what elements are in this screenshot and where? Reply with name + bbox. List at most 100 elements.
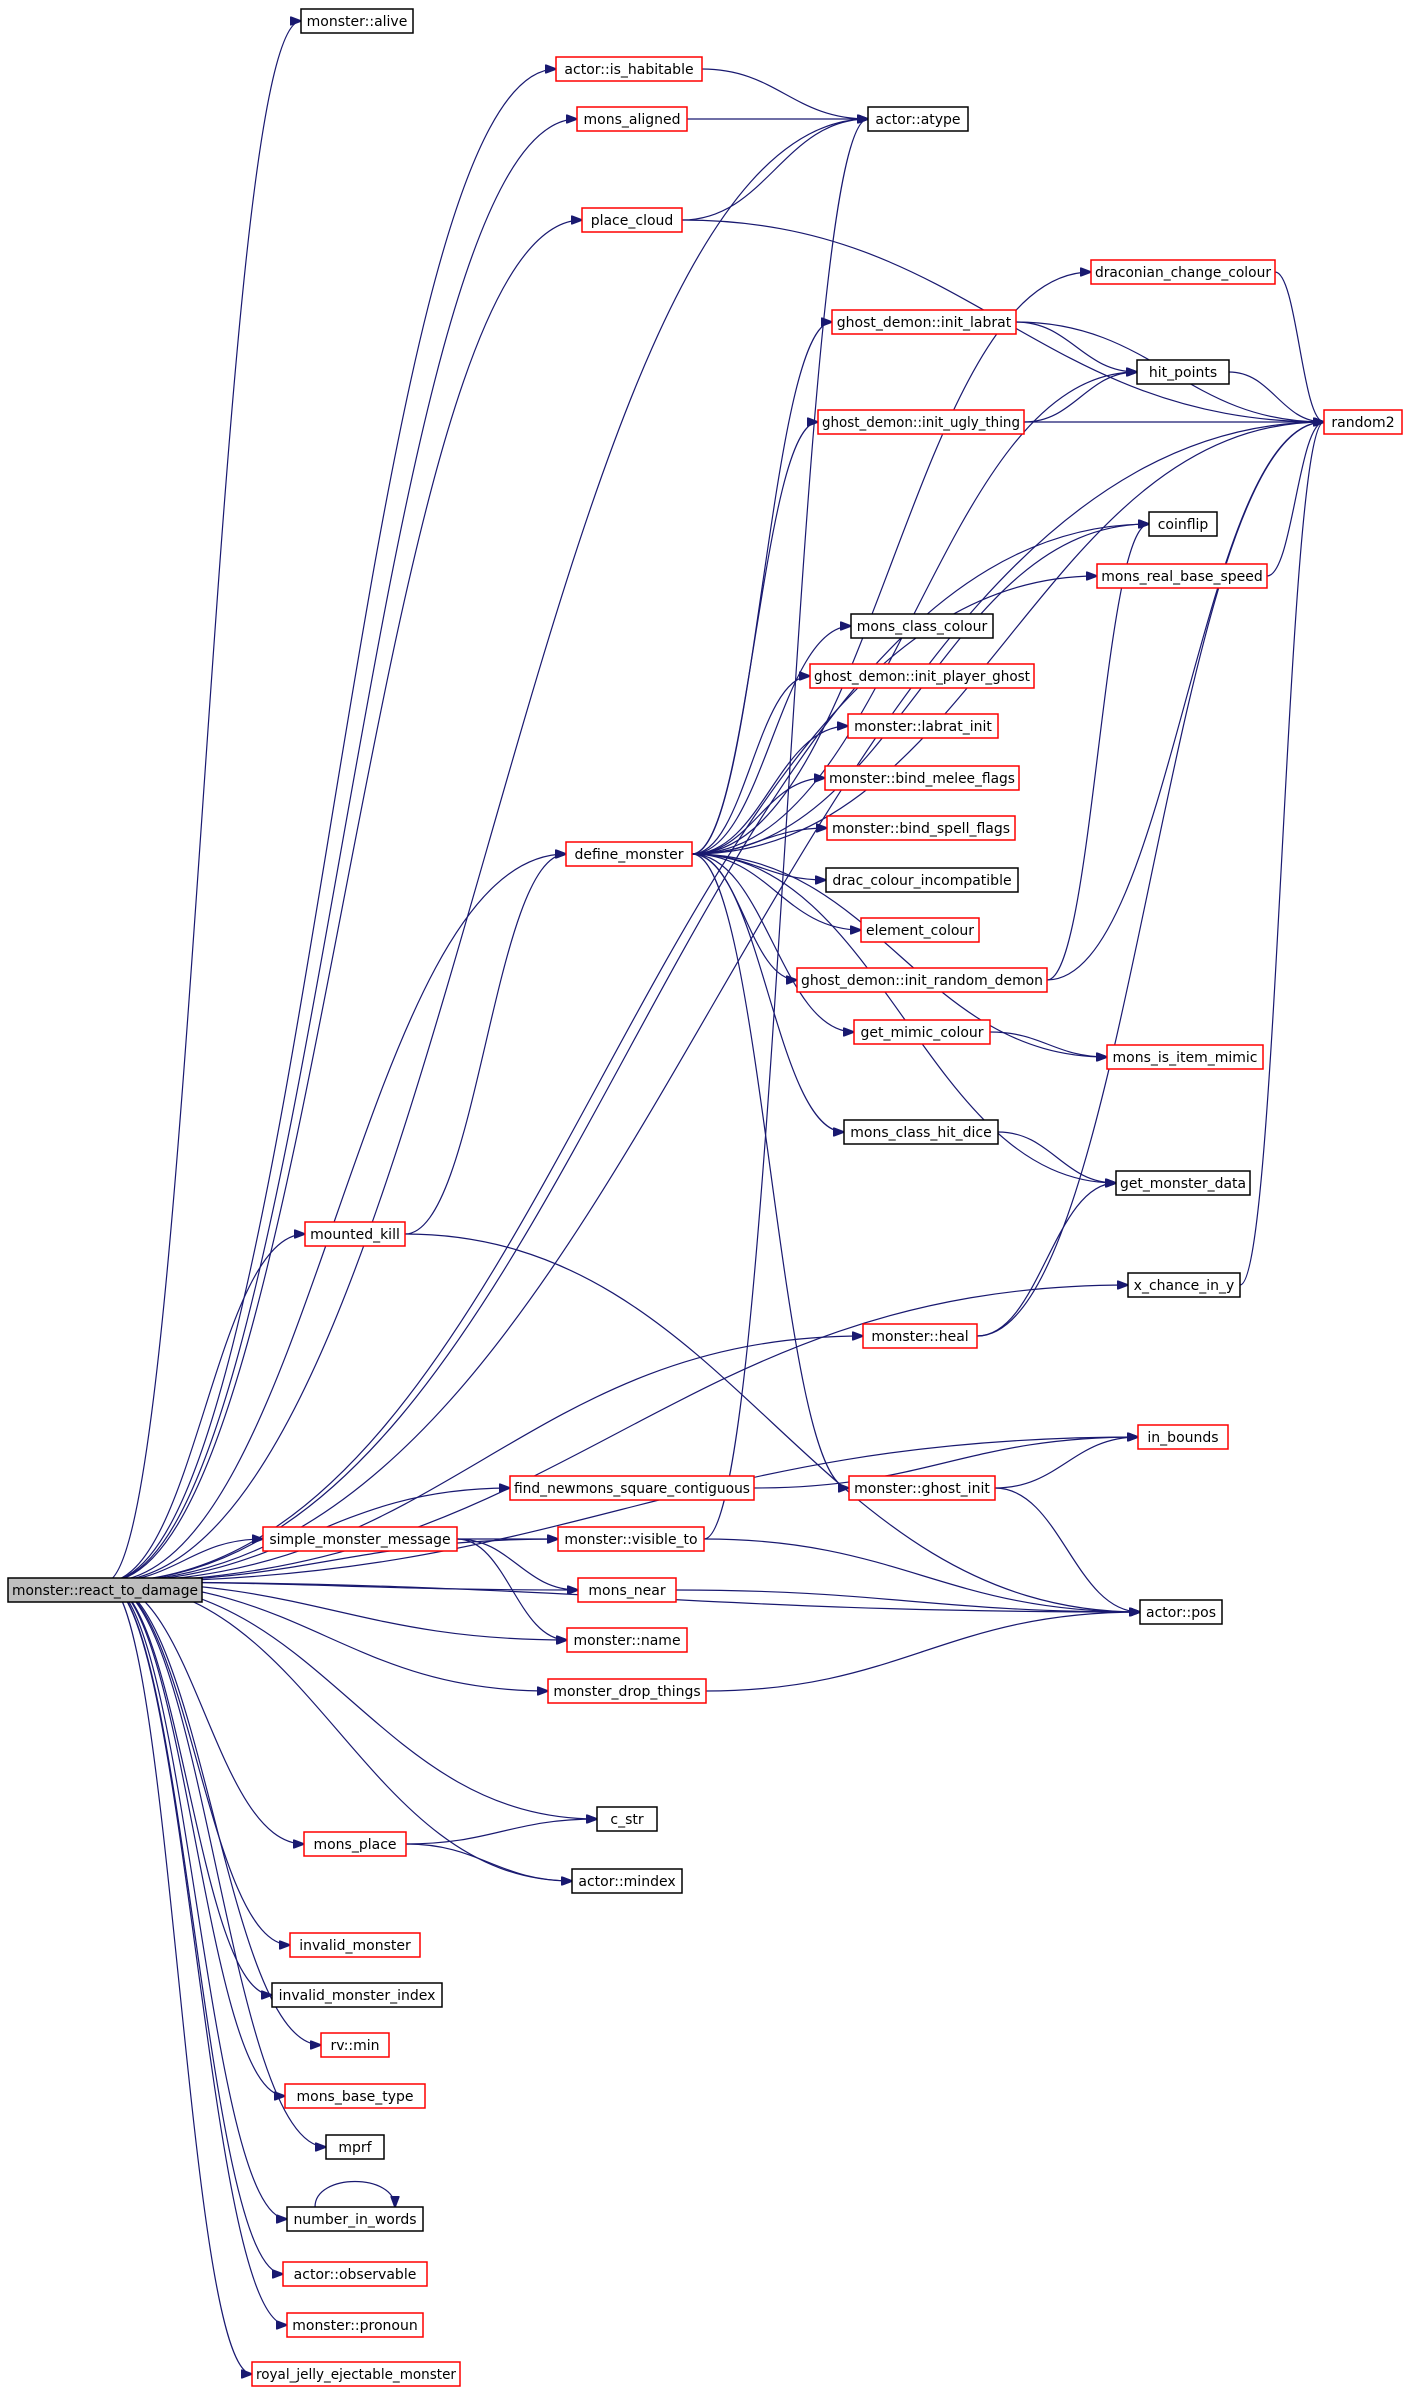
- node-in-bounds[interactable]: in_bounds: [1137, 1424, 1229, 1450]
- node-ghost-demon-init-labrat[interactable]: ghost_demon::init_labrat: [831, 309, 1017, 335]
- node-ghost-demon-init-player-ghost[interactable]: ghost_demon::init_player_ghost: [809, 663, 1035, 689]
- node-label: monster::react_to_damage: [12, 1583, 198, 1599]
- node-actor-atype: actor::atype: [867, 106, 969, 132]
- edge-layer: [104, 21, 1324, 2374]
- edge-get-mimic-colour-to-mons-is-item-mimic: [989, 1031, 1107, 1057]
- edge-root-to-in-bounds: [104, 1437, 1138, 1583]
- node-monster-alive: monster::alive: [300, 8, 414, 34]
- node-box: [576, 106, 688, 132]
- edge-define-monster-to-monster-labrat-init: [691, 726, 848, 855]
- node-monster-bind-spell-flags[interactable]: monster::bind_spell_flags: [826, 815, 1016, 841]
- edge-monster-drop-things-to-actor-pos: [705, 1612, 1140, 1692]
- node-find-newmons-square-contiguous[interactable]: find_newmons_square_contiguous: [509, 1475, 755, 1501]
- node-label: element_colour: [866, 923, 974, 939]
- edge-define-monster-to-coinflip: [691, 524, 1149, 855]
- node-box: [581, 207, 683, 233]
- node-label: x_chance_in_y: [1134, 1278, 1235, 1294]
- node-actor-pos: actor::pos: [1139, 1599, 1223, 1625]
- edge-monster-ghost-init-to-in-bounds: [994, 1437, 1138, 1489]
- node-monster-bind-melee-flags[interactable]: monster::bind_melee_flags: [824, 765, 1020, 791]
- node-label: find_newmons_square_contiguous: [514, 1481, 750, 1497]
- node-draconian-change-colour[interactable]: draconian_change_colour: [1090, 259, 1276, 285]
- node-label: ghost_demon::init_random_demon: [801, 973, 1043, 989]
- edge-root-to-mounted-kill: [104, 1234, 305, 1583]
- edge-root-to-actor-is-habitable: [104, 69, 556, 1583]
- node-label: monster::bind_spell_flags: [832, 821, 1010, 837]
- node-mons-base-type[interactable]: mons_base_type: [284, 2083, 426, 2109]
- node-simple-monster-message[interactable]: simple_monster_message: [262, 1526, 458, 1552]
- node-label: ghost_demon::init_ugly_thing: [822, 415, 1020, 431]
- node-place-cloud[interactable]: place_cloud: [581, 207, 683, 233]
- node-actor-observable[interactable]: actor::observable: [282, 2261, 428, 2287]
- node-actor-mindex: actor::mindex: [571, 1868, 683, 1894]
- node-ghost-demon-init-random-demon[interactable]: ghost_demon::init_random_demon: [796, 967, 1048, 993]
- node-label: drac_colour_incompatible: [832, 873, 1011, 889]
- node-label: mons_class_colour: [857, 619, 988, 635]
- node-box: [7, 1577, 203, 1603]
- node-box: [555, 56, 703, 82]
- edge-mons-place-to-c-str: [405, 1819, 597, 1845]
- node-mons-near[interactable]: mons_near: [577, 1577, 677, 1603]
- edge-define-monster-to-ghost-demon-init-random-demon: [691, 853, 797, 980]
- edge-monster-visible-to-to-actor-atype: [703, 119, 868, 1540]
- node-box: [1127, 1272, 1241, 1298]
- node-element-colour[interactable]: element_colour: [860, 917, 980, 943]
- node-mons-is-item-mimic[interactable]: mons_is_item_mimic: [1106, 1044, 1264, 1070]
- node-label: monster::bind_melee_flags: [829, 771, 1015, 787]
- node-actor-is-habitable[interactable]: actor::is_habitable: [555, 56, 703, 82]
- edge-define-monster-to-ghost-demon-init-ugly-thing: [691, 422, 818, 855]
- node-box: [557, 1526, 705, 1552]
- node-mons-place[interactable]: mons_place: [303, 1831, 407, 1857]
- edge-ghost-demon-init-labrat-to-hit-points: [1015, 321, 1137, 372]
- node-get-mimic-colour[interactable]: get_mimic_colour: [853, 1019, 991, 1045]
- node-label: mons_class_hit_dice: [850, 1125, 991, 1141]
- edge-define-monster-to-get-mimic-colour: [691, 853, 854, 1032]
- node-mons-aligned[interactable]: mons_aligned: [576, 106, 688, 132]
- node-box: [325, 2134, 385, 2160]
- edge-ghost-demon-init-ugly-thing-to-hit-points: [1023, 372, 1137, 423]
- node-box: [831, 309, 1017, 335]
- edge-mons-class-hit-dice-to-get-monster-data: [997, 1131, 1116, 1183]
- edge-root-to-rv-min: [104, 1581, 321, 2045]
- edge-define-monster-to-draconian-change-colour: [691, 272, 1091, 855]
- node-monster-labrat-init[interactable]: monster::labrat_init: [847, 713, 999, 739]
- node-monster-pronoun[interactable]: monster::pronoun: [286, 2312, 424, 2338]
- node-monster-ghost-init[interactable]: monster::ghost_init: [848, 1475, 996, 1501]
- node-mounted-kill[interactable]: mounted_kill: [304, 1221, 406, 1247]
- edge-actor-is-habitable-to-actor-atype: [701, 68, 868, 119]
- edge-root-to-mons-base-type: [104, 1581, 285, 2096]
- node-box: [843, 1119, 999, 1145]
- node-mons-real-base-speed[interactable]: mons_real_base_speed: [1096, 563, 1268, 589]
- node-rv-min[interactable]: rv::min: [320, 2032, 390, 2058]
- edge-mounted-kill-to-actor-pos: [404, 1233, 1140, 1612]
- edge-ghost-demon-init-random-demon-to-coinflip: [1046, 524, 1149, 981]
- node-define-monster[interactable]: define_monster: [565, 841, 693, 867]
- node-monster-drop-things[interactable]: monster_drop_things: [547, 1678, 707, 1704]
- node-box: [320, 2032, 390, 2058]
- node-box: [251, 2361, 461, 2387]
- edge-define-monster-to-drac-colour-incompatible: [691, 853, 826, 880]
- edge-root-to-actor-atype: [104, 119, 868, 1583]
- node-box: [284, 2083, 426, 2109]
- edge-root-to-number-in-words: [104, 1581, 287, 2219]
- node-box: [565, 841, 693, 867]
- node-box: [289, 1932, 421, 1958]
- edge-hit-points-to-random2: [1228, 371, 1324, 422]
- node-random2[interactable]: random2: [1323, 409, 1403, 435]
- node-monster-visible-to[interactable]: monster::visible_to: [557, 1526, 705, 1552]
- node-invalid-monster[interactable]: invalid_monster: [289, 1932, 421, 1958]
- node-layer: monster::react_to_damage monster::aliveac…: [7, 8, 1403, 2387]
- node-monster-heal[interactable]: monster::heal: [862, 1323, 978, 1349]
- edge-define-monster-to-monster-bind-melee-flags: [691, 778, 825, 855]
- node-box: [850, 613, 994, 639]
- node-mons-class-hit-dice: mons_class_hit_dice: [843, 1119, 999, 1145]
- node-drac-colour-incompatible: drac_colour_incompatible: [825, 867, 1019, 893]
- node-label: actor::pos: [1146, 1605, 1216, 1621]
- edge-monster-visible-to-to-actor-pos: [703, 1538, 1140, 1612]
- edge-root-to-royal-jelly-ejectable-monster: [104, 1581, 252, 2374]
- node-box: [271, 1982, 443, 2008]
- node-ghost-demon-init-ugly-thing[interactable]: ghost_demon::init_ugly_thing: [817, 409, 1025, 435]
- node-royal-jelly-ejectable-monster[interactable]: royal_jelly_ejectable_monster: [251, 2361, 461, 2387]
- node-monster-name[interactable]: monster::name: [566, 1627, 688, 1653]
- node-box: [547, 1678, 707, 1704]
